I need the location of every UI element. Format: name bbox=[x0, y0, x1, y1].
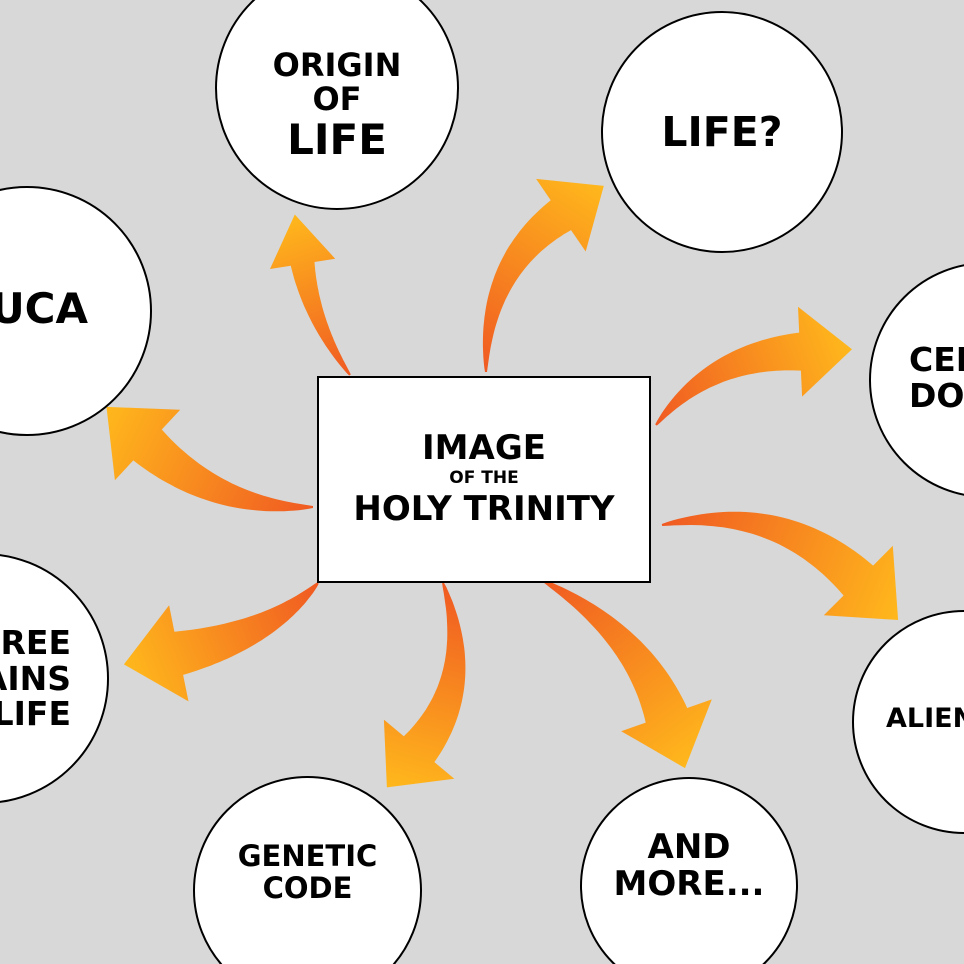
and-more-line1: AND bbox=[647, 827, 731, 868]
node-genetic-code: GENETIC CODE bbox=[193, 776, 422, 964]
cell-dogma-line1: CELL bbox=[909, 340, 964, 380]
center-title-line2: OF THE bbox=[449, 467, 519, 488]
cell-dogma-line2: DOGMA bbox=[909, 376, 964, 415]
three-domains-line2: DOMAINS bbox=[0, 658, 71, 698]
node-and-more: AND MORE... bbox=[580, 777, 798, 964]
genetic-code-line1: GENETIC bbox=[237, 839, 378, 874]
arrow-to-genetic-code bbox=[383, 582, 466, 788]
origin-line1: ORIGIN bbox=[272, 45, 402, 84]
origin-line2: OF bbox=[312, 80, 362, 119]
node-life-question: LIFE? bbox=[601, 11, 843, 253]
life-question-label: LIFE? bbox=[661, 107, 783, 156]
center-title-line1: IMAGE bbox=[422, 428, 546, 469]
arrow-to-luca bbox=[106, 406, 313, 512]
three-domains-line1: THREE bbox=[0, 623, 71, 663]
arrow-to-cell-dogma bbox=[655, 306, 852, 426]
arrow-to-life bbox=[482, 178, 604, 372]
three-domains-line3: OF LIFE bbox=[0, 694, 71, 734]
aliens-label: ALIENS bbox=[886, 703, 964, 735]
node-origin-of-life: ORIGIN OF LIFE bbox=[215, 0, 459, 210]
arrow-to-three-domains bbox=[123, 582, 319, 702]
genetic-code-line2: CODE bbox=[262, 870, 353, 905]
luca-label: LUCA bbox=[0, 284, 88, 334]
arrow-to-origin bbox=[270, 214, 351, 376]
arrow-to-aliens bbox=[661, 511, 899, 620]
center-title-line3: HOLY TRINITY bbox=[353, 488, 615, 529]
and-more-line2: MORE... bbox=[613, 864, 765, 904]
origin-line3: LIFE bbox=[287, 114, 387, 164]
center-topic-box: IMAGE OF THE HOLY TRINITY bbox=[317, 376, 651, 583]
arrow-to-and-more bbox=[541, 579, 712, 769]
